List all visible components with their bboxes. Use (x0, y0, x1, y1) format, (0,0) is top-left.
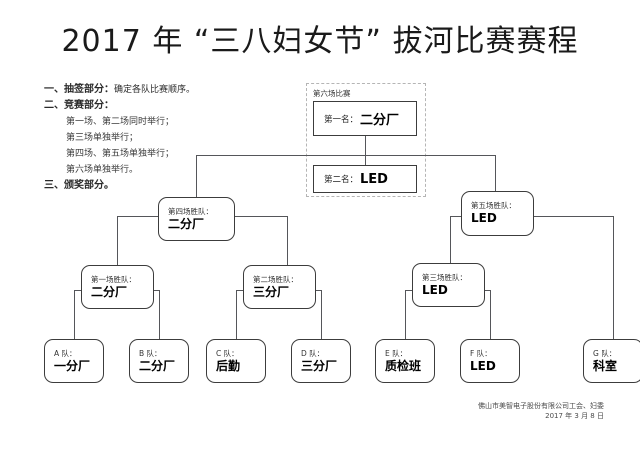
connector-semifinal-horizontal (196, 155, 495, 156)
connector-final-vertical (365, 136, 366, 165)
team-node-a-caption: A 队： (54, 348, 77, 358)
connector-qf1-horizontal (74, 290, 81, 291)
quarterfinal-node-1: 第一场胜队： 二分厂 (81, 265, 154, 309)
connector-qf3-left-drop (405, 290, 406, 339)
team-node-e-team: 质检班 (385, 358, 422, 373)
final-group-label: 第六场比赛 (313, 89, 351, 98)
team-node-b-team: 二分厂 (139, 358, 176, 373)
connector-sf4-right-horizontal (235, 216, 287, 217)
connector-qf3-right-drop (490, 290, 491, 339)
team-node-f: F 队： LED (460, 339, 520, 383)
connector-qf2-right-horizontal (316, 290, 321, 291)
connector-semifinal-right-drop (495, 155, 496, 191)
team-node-e: E 队： 质检班 (375, 339, 435, 383)
final-second-place-box: 第二名： LED (313, 165, 417, 193)
connector-sf4-horizontal (117, 216, 158, 217)
team-node-g: G 队： 科室 (583, 339, 640, 383)
team-node-a-team: 一分厂 (54, 358, 91, 373)
agenda-item-1-label: 一、抽签部分： (44, 84, 114, 95)
connector-sf5-right-drop (613, 216, 614, 339)
quarterfinal-node-3-team: LED (422, 282, 448, 297)
team-node-c-team: 后勤 (216, 358, 241, 373)
connector-sf4-left-drop (117, 216, 118, 265)
connector-sf5-horizontal (450, 216, 461, 217)
connector-qf1-right-horizontal (154, 290, 159, 291)
connector-sf5-left-drop (450, 216, 451, 265)
agenda-item-2-line-4: 第六场单独举行。 (66, 165, 139, 175)
semifinal-node-4-caption: 第四场胜队： (168, 206, 213, 216)
quarterfinal-node-3-caption: 第三场胜队： (422, 272, 467, 282)
quarterfinal-node-2-caption: 第二场胜队： (253, 274, 298, 284)
team-node-g-team: 科室 (593, 358, 618, 373)
team-node-e-caption: E 队： (385, 348, 408, 358)
quarterfinal-node-1-caption: 第一场胜队： (91, 274, 136, 284)
agenda-item-1: 一、抽签部分：确定各队比赛顺序。 (44, 82, 294, 98)
connector-qf2-left-drop (236, 290, 237, 339)
quarterfinal-node-2: 第二场胜队： 三分厂 (243, 265, 316, 309)
semifinal-node-5: 第五场胜队： LED (461, 191, 534, 236)
team-node-d: D 队： 三分厂 (291, 339, 351, 383)
team-node-b: B 队： 二分厂 (129, 339, 189, 383)
team-node-d-team: 三分厂 (301, 358, 338, 373)
quarterfinal-node-3: 第三场胜队： LED (412, 263, 485, 307)
agenda-item-2-line-3: 第四场、第五场单独举行； (66, 149, 175, 159)
agenda-item-2-line-1: 第一场、第二场同时举行； (66, 117, 175, 127)
semifinal-node-5-caption: 第五场胜队： (471, 201, 516, 210)
team-node-f-caption: F 队： (470, 348, 492, 358)
agenda-item-3: 三、颁奖部分。 (44, 180, 114, 191)
connector-qf1-left-drop (74, 290, 75, 339)
page-title: 2017 年 “三八妇女节” 拔河比赛赛程 (61, 24, 579, 59)
team-node-d-caption: D 队： (301, 348, 325, 358)
team-node-b-caption: B 队： (139, 348, 162, 358)
connector-qf2-horizontal (236, 290, 243, 291)
team-node-f-team: LED (470, 358, 496, 373)
final-first-place-rank: 第一名： (324, 114, 359, 125)
semifinal-node-4-team: 二分厂 (168, 216, 205, 231)
final-second-place-team: LED (360, 171, 388, 187)
agenda-item-2-line-2: 第三场单独举行； (66, 133, 139, 143)
quarterfinal-node-2-team: 三分厂 (253, 284, 290, 299)
footer-date: 2017 年 3 月 8 日 (545, 412, 604, 420)
footer-organization: 佛山市美智电子股份有限公司工会、妇委 (478, 402, 604, 410)
connector-qf3-right-horizontal (485, 290, 490, 291)
final-second-place-rank: 第二名： (324, 175, 359, 185)
semifinal-node-4: 第四场胜队： 二分厂 (158, 197, 235, 241)
final-first-place-box: 第一名： 二分厂 (313, 101, 417, 136)
connector-sf4-right-drop (287, 216, 288, 265)
connector-qf2-right-drop (321, 290, 322, 339)
team-node-c: C 队： 后勤 (206, 339, 266, 383)
connector-qf3-horizontal (405, 290, 412, 291)
final-group-container (306, 83, 426, 197)
team-node-a: A 队： 一分厂 (44, 339, 104, 383)
team-node-c-caption: C 队： (216, 348, 239, 358)
semifinal-node-5-team: LED (471, 211, 497, 225)
connector-qf1-right-drop (159, 290, 160, 339)
connector-sf5-right-horizontal (534, 216, 613, 217)
connector-semifinal-left-drop (196, 155, 197, 197)
agenda-item-1-detail: 确定各队比赛顺序。 (114, 85, 196, 95)
agenda-item-2: 二、竞赛部分： (44, 100, 114, 111)
agenda-block: 一、抽签部分：确定各队比赛顺序。 二、竞赛部分： 第一场、第二场同时举行； 第三… (44, 82, 294, 194)
final-first-place-team: 二分厂 (360, 113, 400, 128)
team-node-g-caption: G 队： (593, 348, 617, 358)
quarterfinal-node-1-team: 二分厂 (91, 284, 128, 299)
